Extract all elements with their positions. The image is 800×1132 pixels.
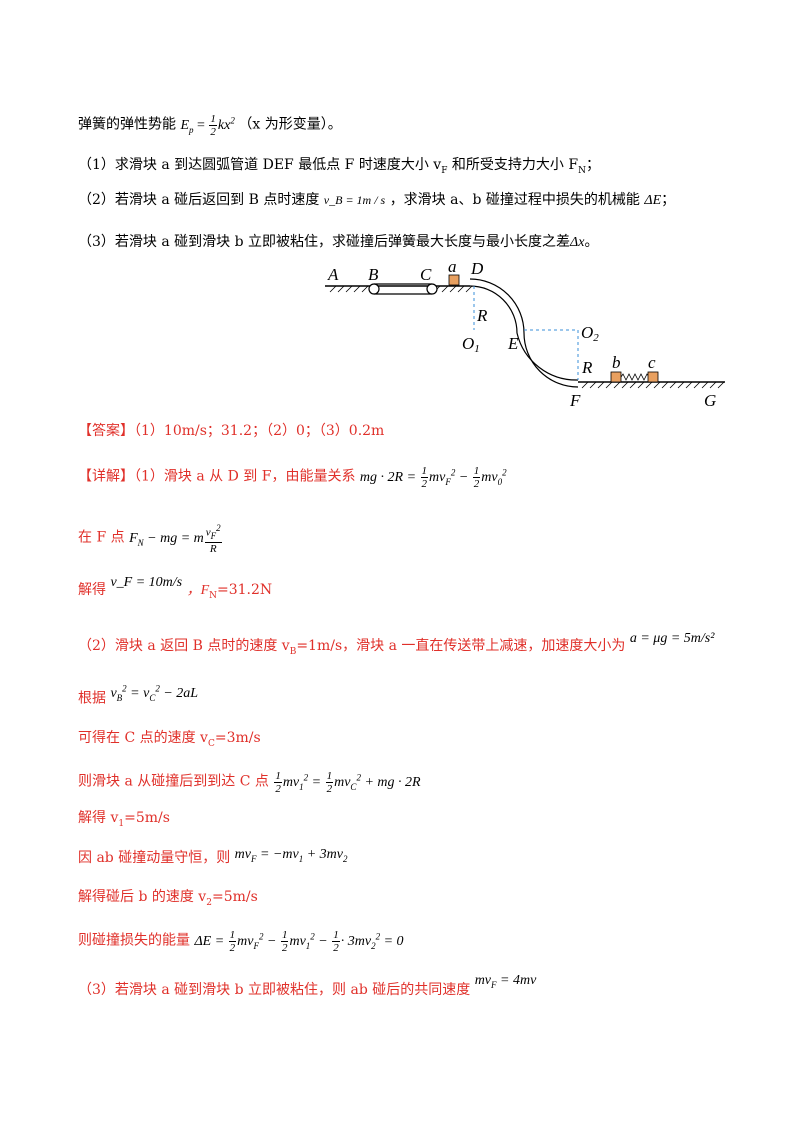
question-1: （1）求滑块 a 到达圆弧管道 DEF 最低点 F 时速度大小 vF 和所受支持… [78,157,600,176]
block-c [647,371,659,383]
label-F: F [569,391,581,408]
label-D: D [470,259,484,278]
block-a [448,274,460,286]
question-3: （3）若滑块 a 碰到滑块 b 立即被粘住，求碰撞后弹簧最大长度与最小长度之差Δ… [78,234,599,250]
vb-formula: v_B = 1m / s [323,193,386,207]
answer-tag: 【答案】 [78,423,134,439]
label-O1: O1 [462,334,480,355]
label-b: b [612,353,621,372]
physics-diagram: A B C a D R O1 E O2 R b c F G [325,258,725,408]
tube-outer [469,278,579,388]
answer-text: （1）10m/s；31.2；（2）0；（3）0.2m [134,423,385,439]
label-A: A [327,265,339,284]
tube-inner [469,285,579,381]
pulley-c [426,283,438,295]
label-c: c [648,353,656,372]
label-B: B [368,265,379,284]
solution-step-12: （3）若滑块 a 碰到滑块 b 立即被粘住，则 ab 碰后的共同速度 mvF =… [78,973,537,998]
intro-note: （x 为形变量）。 [238,116,342,133]
delta-e-symbol: ΔE [644,193,662,208]
spring [620,373,650,381]
solution-step-6: 可得在 C 点的速度 vC=3m/s [78,730,261,749]
solution-step-4: （2）滑块 a 返回 B 点时的速度 vB=1m/s，滑块 a 一直在传送带上减… [78,631,715,657]
intro-text: 弹簧的弹性势能 [78,116,176,133]
label-R1: R [476,306,488,325]
answer-line: 【答案】（1）10m/s；31.2；（2）0；（3）0.2m [78,421,384,441]
label-O2: O2 [581,323,599,344]
pulley-b [368,283,380,295]
solution-step-8: 解得 v1=5m/s [78,810,170,829]
label-R2: R [581,358,593,377]
label-C: C [420,265,432,284]
block-b [610,371,622,383]
upper-hatch [329,285,473,293]
conveyor-belt [368,283,438,295]
label-a: a [448,258,457,276]
question-2: （2）若滑块 a 碰后返回到 B 点时速度 v_B = 1m / s ，求滑块 … [78,192,676,208]
lower-hatch [581,381,725,389]
solution-step-9: 因 ab 碰撞动量守恒，则 mvF = −mv1 + 3mv2 [78,847,348,866]
solution-step-3: 解得 v_F = 10m/s ，FN=31.2N [78,575,273,601]
label-E: E [507,334,519,353]
solution-step-5: 根据 vB2 = vC2 − 2aL [78,683,199,707]
radius-lines [473,286,579,380]
solution-step-10: 解得碰后 b 的速度 v2=5m/s [78,889,258,908]
label-G: G [704,391,716,408]
